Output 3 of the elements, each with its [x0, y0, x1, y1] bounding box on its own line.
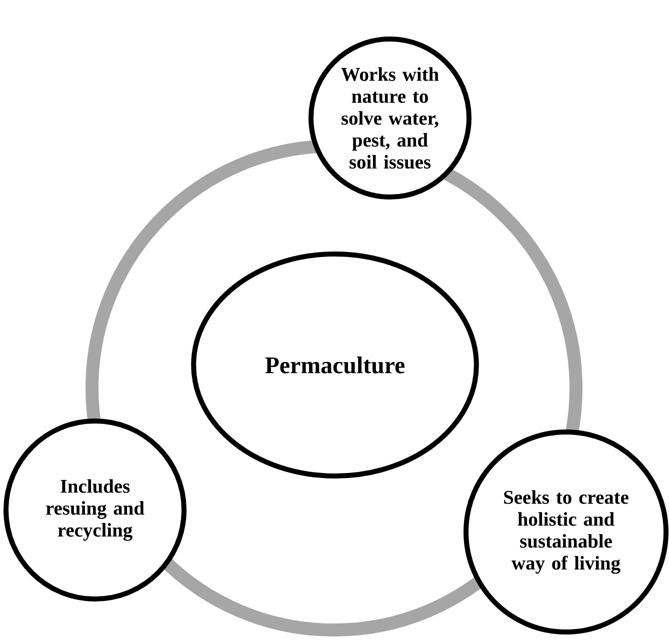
circle-node: Seeks to create holistic and sustainable way of living: [464, 430, 668, 634]
circle-node: Includes resuing and recycling: [4, 418, 186, 602]
circle-node: Works with nature to solve water, pest, and soil issues: [308, 36, 472, 200]
